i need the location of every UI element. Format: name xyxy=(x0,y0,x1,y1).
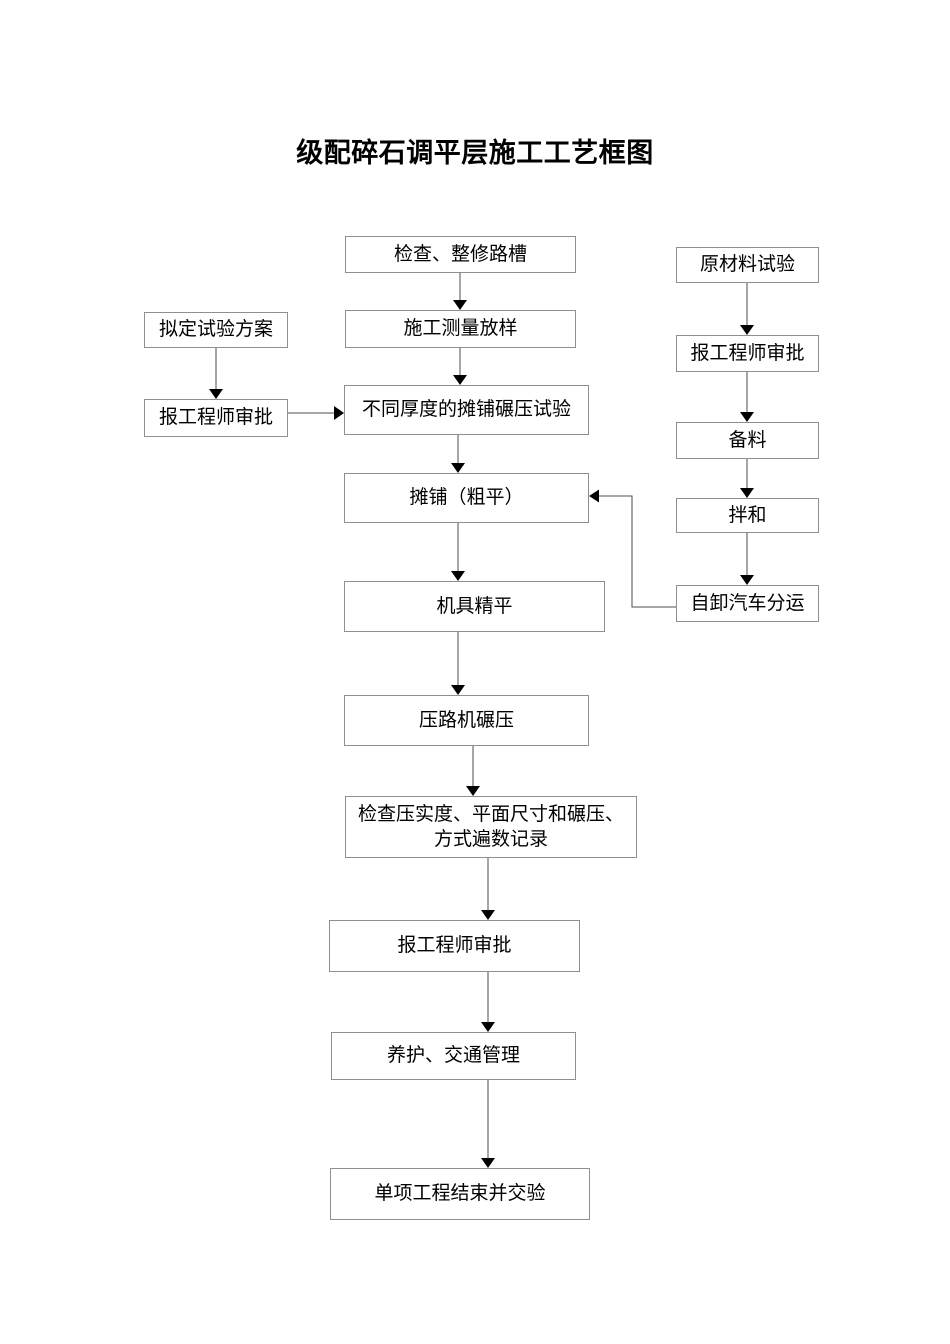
node-maintenance-traffic: 养护、交通管理 xyxy=(331,1032,576,1080)
arrow-material-test-to-approval-right xyxy=(740,283,754,335)
node-thickness-paving-test: 不同厚度的摊铺碾压试验 xyxy=(344,385,589,435)
arrow-paving-to-fine-level xyxy=(451,523,465,581)
node-engineer-approval-mid: 报工程师审批 xyxy=(329,920,580,972)
node-paving-rough-level: 摊铺（粗平） xyxy=(344,473,589,523)
arrow-approval-right-to-preparation xyxy=(740,372,754,422)
inspection-record-line2: 方式遍数记录 xyxy=(433,829,548,850)
inspection-record-line1: 检查压实度、平面尺寸和碾压、 xyxy=(357,803,624,825)
arrow-approval-left-to-test xyxy=(288,406,344,420)
node-mixing: 拌和 xyxy=(676,498,819,533)
node-dump-truck-transport: 自卸汽车分运 xyxy=(676,585,819,622)
node-project-completion: 单项工程结束并交验 xyxy=(330,1168,590,1220)
node-roller-compaction: 压路机碾压 xyxy=(344,695,589,746)
node-inspection-record: 检查压实度、平面尺寸和碾压、 方式遍数记录 xyxy=(345,796,637,858)
arrow-plan-to-approval-left xyxy=(209,348,223,399)
arrow-fine-level-to-roller xyxy=(451,632,465,695)
arrow-approval-to-maintenance xyxy=(481,972,495,1032)
arrow-roller-to-inspection xyxy=(466,746,480,796)
arrow-maintenance-to-completion xyxy=(481,1080,495,1168)
node-machine-fine-level: 机具精平 xyxy=(344,581,605,632)
arrow-mixing-to-truck xyxy=(740,533,754,585)
arrow-check-to-survey xyxy=(453,273,467,310)
node-survey-layout: 施工测量放样 xyxy=(345,310,576,348)
node-draft-test-plan: 拟定试验方案 xyxy=(144,312,288,348)
node-engineer-approval-right: 报工程师审批 xyxy=(676,335,819,372)
arrow-inspection-to-approval xyxy=(481,858,495,920)
arrow-survey-to-test xyxy=(453,348,467,385)
connector-truck-to-paving xyxy=(589,489,676,608)
arrow-test-to-paving xyxy=(451,435,465,473)
node-engineer-approval-left: 报工程师审批 xyxy=(144,399,288,437)
node-material-preparation: 备料 xyxy=(676,422,819,459)
page-title: 级配碎石调平层施工工艺框图 xyxy=(296,138,654,168)
arrow-preparation-to-mixing xyxy=(740,459,754,498)
node-check-repair-trough: 检查、整修路槽 xyxy=(345,236,576,273)
node-raw-material-test: 原材料试验 xyxy=(676,247,819,283)
